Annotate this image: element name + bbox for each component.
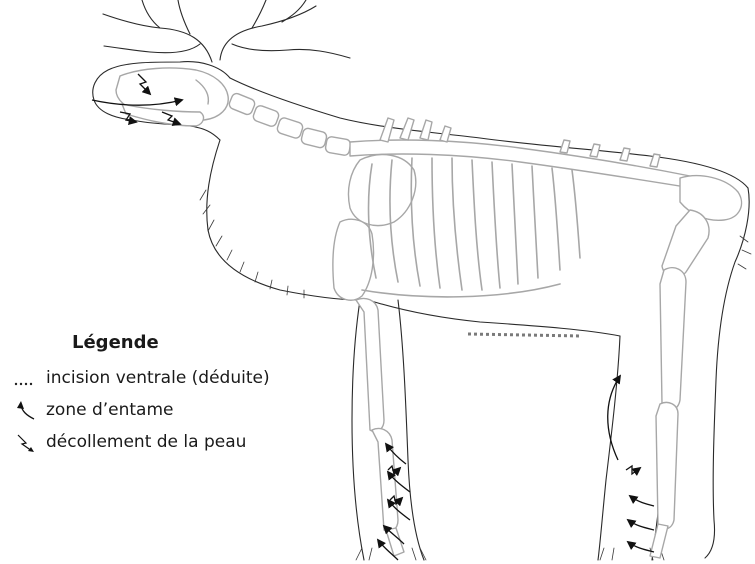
legend-item-skin-separation: décollement de la peau — [12, 430, 246, 454]
hind-cannon-bone — [656, 402, 678, 528]
dotted-line-icon — [12, 367, 44, 389]
curved-arrow-icon — [12, 399, 44, 421]
humerus — [333, 219, 374, 300]
scapula — [348, 155, 415, 226]
skeleton — [116, 68, 742, 558]
front-cannon-bone — [372, 428, 398, 531]
lightning-arrow-icon — [12, 431, 44, 453]
legend-title: Légende — [72, 334, 159, 352]
legend-item-ventral-incision: incision ventrale (déduite) — [12, 366, 270, 390]
legend-label: zone d’entame — [46, 402, 174, 419]
antler-outline — [103, 0, 350, 62]
ventral-incision-line — [468, 334, 582, 336]
legend-label: incision ventrale (déduite) — [46, 370, 270, 387]
radius-ulna — [356, 298, 384, 431]
legend-item-entry-zone: zone d’entame — [12, 398, 174, 422]
legend-label: décollement de la peau — [46, 434, 246, 451]
tibia — [660, 268, 686, 411]
